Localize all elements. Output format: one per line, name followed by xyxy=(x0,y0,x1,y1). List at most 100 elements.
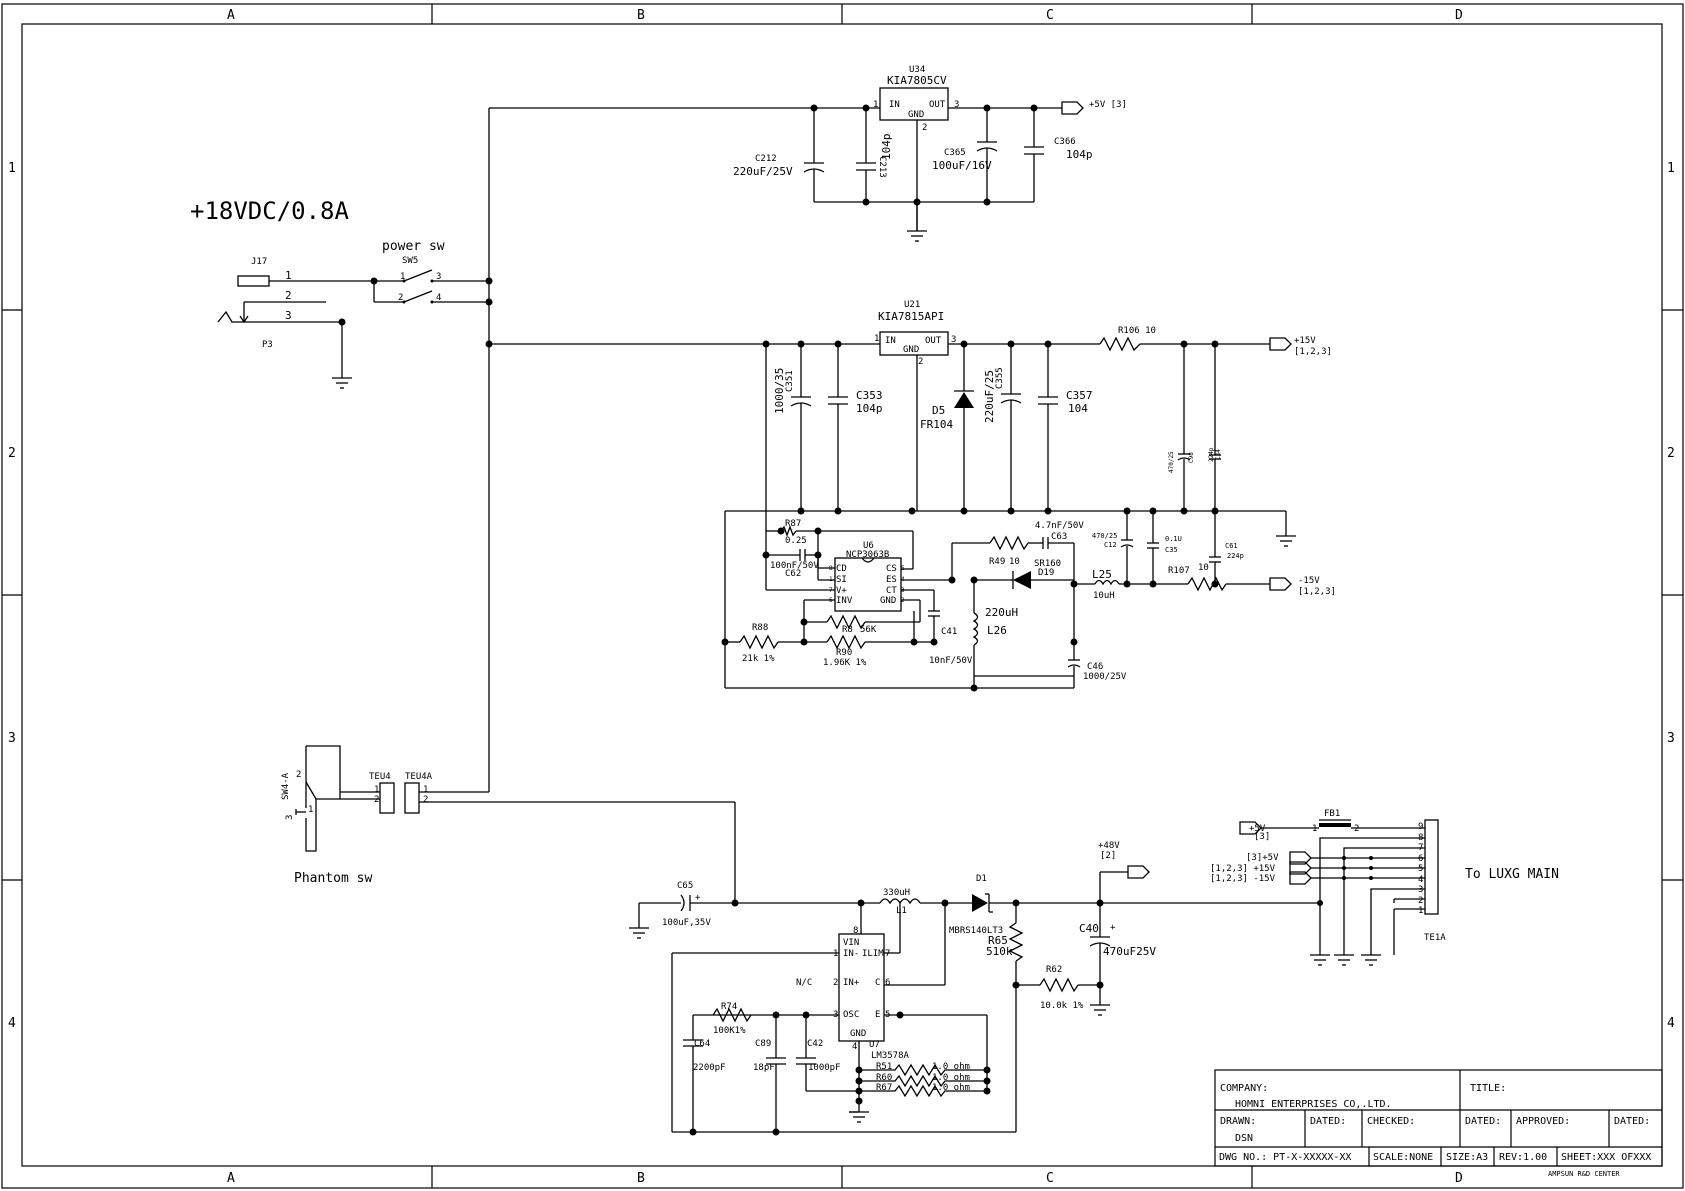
regulator-u34: U34 KIA7805CV IN OUT GND 1 3 2 C212 220u… xyxy=(733,65,1127,242)
c40-plus: + xyxy=(1110,923,1116,933)
teu4a-pin-1: 1 xyxy=(423,785,428,795)
u6-pin-es: ES xyxy=(886,575,897,585)
d5-value: FR104 xyxy=(920,418,953,431)
u34-ref: U34 xyxy=(909,65,925,75)
c212-value: 220uF/25V xyxy=(733,165,793,178)
sw4a-ref: SW4-A xyxy=(281,772,291,800)
tb-company-label: COMPANY: xyxy=(1220,1083,1268,1094)
u7-pin-c: C xyxy=(875,978,880,988)
c35-value: 0.1U xyxy=(1165,535,1182,543)
te1a-pin-4: 4 xyxy=(1418,875,1423,885)
power-sw-title: power sw xyxy=(382,239,445,254)
r62-ref: R62 xyxy=(1046,965,1062,975)
te1a-ref: TE1A xyxy=(1424,933,1446,943)
c61-ref: C61 xyxy=(1225,542,1238,550)
te1a-pin-2: 2 xyxy=(1418,896,1423,906)
c89-ref: C89 xyxy=(755,1039,771,1049)
r90-ref: R90 xyxy=(836,648,852,658)
u6-pin-ct: CT xyxy=(886,586,897,596)
l26-ref: L26 xyxy=(987,624,1007,637)
u21-pin-gnd: 2 xyxy=(918,357,923,367)
r88-ref: R88 xyxy=(752,623,768,633)
c40-ref: C40 xyxy=(1079,922,1099,935)
r67-value: 1.0 ohm xyxy=(932,1083,970,1093)
d1-value: MBRS140LT3 xyxy=(949,926,1003,936)
jack-pin-2: 2 xyxy=(285,289,292,302)
u7-pinnum-8: 8 xyxy=(853,926,858,936)
r87-value: 0.25 xyxy=(785,536,807,546)
tb-size: SIZE:A3 xyxy=(1446,1152,1488,1163)
jack-pin-1: 1 xyxy=(285,269,292,282)
c357-ref: C357 xyxy=(1066,389,1093,402)
u7-pin-ilim: ILIM xyxy=(862,949,884,959)
u7-pin-inplus: IN+ xyxy=(843,978,860,988)
u21-pin-in: 1 xyxy=(874,334,879,344)
sw4a-pin-1: 1 xyxy=(308,805,313,815)
c12-ref: C12 xyxy=(1104,541,1117,549)
row-label-4-right: 4 xyxy=(1667,1016,1675,1031)
connector-te1a: TE1A To LUXG MAIN 9 8 7 6 5 4 3 2 1 +5V … xyxy=(1210,809,1559,966)
tb-scale: SCALE:NONE xyxy=(1373,1152,1433,1163)
col-label-b-bottom: B xyxy=(637,1171,645,1186)
c35-ref: C35 xyxy=(1165,546,1178,554)
tb-company: HOMNI ENTERPRISES CO,.LTD. xyxy=(1235,1099,1392,1110)
r90-value: 1.96K 1% xyxy=(823,658,867,668)
row-label-1: 1 xyxy=(8,161,16,176)
te1a-pin-9: 9 xyxy=(1418,822,1423,832)
c62-value: 100nF/50V xyxy=(770,561,819,571)
supply-heading: +18VDC/0.8A xyxy=(190,197,349,225)
r74-ref: R74 xyxy=(721,1002,737,1012)
tb-drawn: DSN xyxy=(1235,1133,1253,1144)
col-label-d: D xyxy=(1455,8,1463,23)
tb-center: AMPSUN R&D CENTER xyxy=(1548,1170,1620,1178)
l25-ref: L25 xyxy=(1092,568,1112,581)
u34-part: KIA7805CV xyxy=(887,74,947,87)
u21-gnd: GND xyxy=(903,345,919,355)
conn-in-minus15v: [1,2,3] -15V xyxy=(1210,874,1276,884)
u6-pin-inv: INV xyxy=(836,596,853,606)
row-label-3-right: 3 xyxy=(1667,731,1675,746)
u21-part: KIA7815API xyxy=(878,310,944,323)
col-label-c-bottom: C xyxy=(1046,1171,1054,1186)
c353-value: 104p xyxy=(856,402,883,415)
fb1-ref: FB1 xyxy=(1324,809,1340,819)
u6-pin-cs: CS xyxy=(886,564,897,574)
col-label-b: B xyxy=(637,8,645,23)
d5-ref: D5 xyxy=(932,404,945,417)
r60-ref: R60 xyxy=(876,1073,892,1083)
tb-approved-label: APPROVED: xyxy=(1516,1116,1570,1127)
row-label-2-right: 2 xyxy=(1667,446,1675,461)
u34-gnd: GND xyxy=(908,110,924,120)
c61-value: 224p xyxy=(1227,552,1244,560)
u6-pin-si: SI xyxy=(836,575,847,585)
row-label-1-right: 1 xyxy=(1667,161,1675,176)
u7-pin-osc: OSC xyxy=(843,1010,859,1020)
port-minus15v-sheets: [1,2,3] xyxy=(1298,587,1336,597)
c213-value: 104p xyxy=(880,134,893,161)
c65-plus: + xyxy=(695,893,701,903)
title-block: COMPANY: HOMNI ENTERPRISES CO,.LTD. TITL… xyxy=(1214,1069,1663,1178)
tb-rev: REV:1.00 xyxy=(1499,1152,1547,1163)
u7-part: LM3578A xyxy=(871,1051,910,1061)
u7-nc: N/C xyxy=(796,978,812,988)
teu4a-pin-2: 2 xyxy=(423,795,428,805)
col-label-d-bottom: D xyxy=(1455,1171,1463,1186)
c89-value: 18pF xyxy=(753,1063,775,1073)
teu4-pin-2: 2 xyxy=(374,795,379,805)
u6-pin-cd: CD xyxy=(836,564,847,574)
c40-value: 470uF25V xyxy=(1103,945,1156,958)
l1-ref: L1 xyxy=(896,906,907,916)
u7-pin-inminus: IN- xyxy=(843,949,859,959)
jack-pin-3: 3 xyxy=(285,309,292,322)
c65-value: 100uF,35V xyxy=(662,918,711,928)
u7-pin-gnd: GND xyxy=(850,1029,866,1039)
r49-value: 10 xyxy=(1009,557,1020,567)
sw5-pin-4: 4 xyxy=(436,293,441,303)
c46-ref: C46 xyxy=(1087,662,1103,672)
u7-pin-vin: VIN xyxy=(843,938,859,948)
c46-value: 1000/25V xyxy=(1083,672,1127,682)
c12-value: 470/25 xyxy=(1092,532,1117,540)
c65-ref: C65 xyxy=(677,881,693,891)
u34-in: IN xyxy=(889,100,900,110)
